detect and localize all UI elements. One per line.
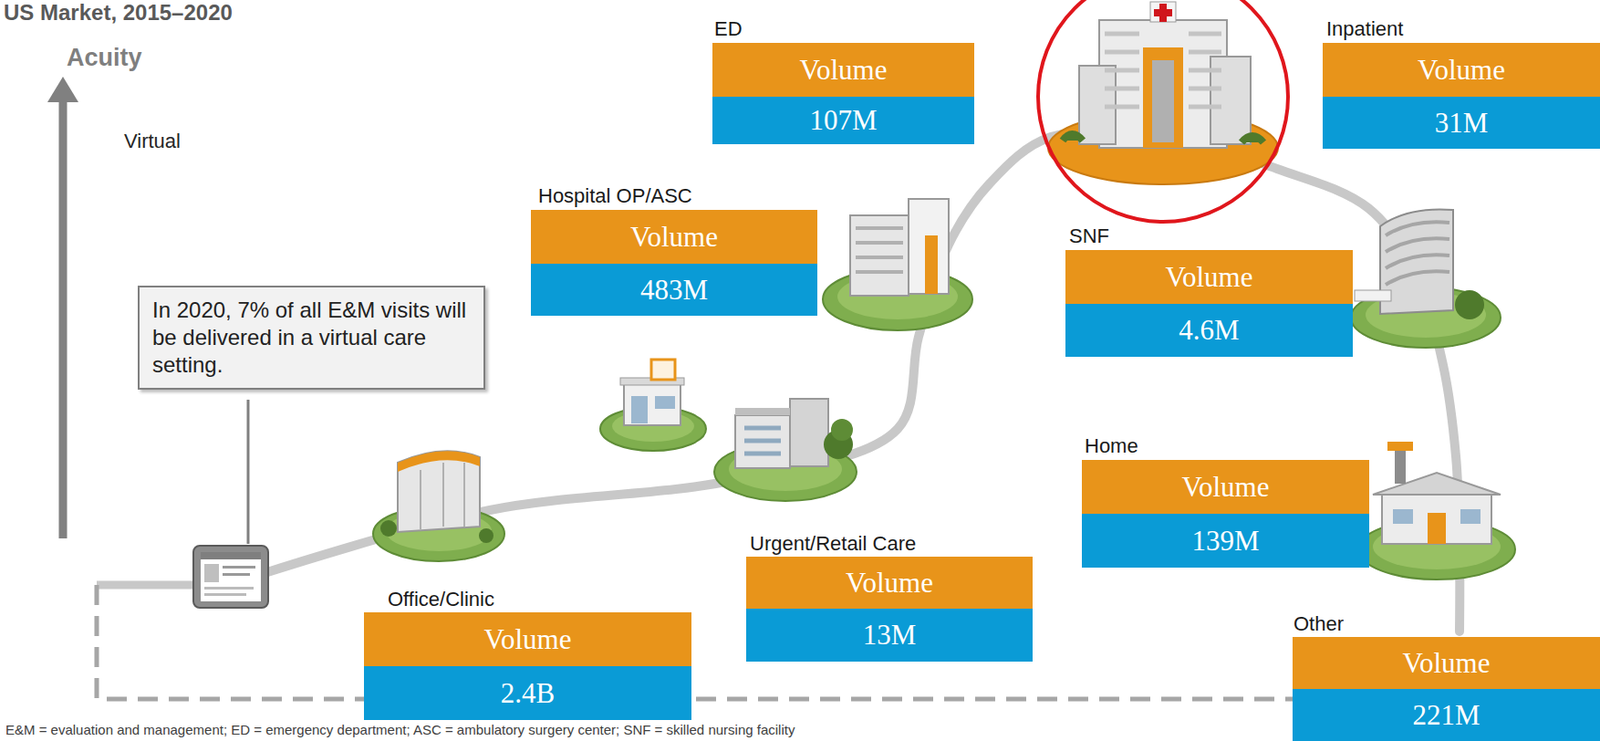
volume-header: Volume bbox=[1065, 249, 1353, 304]
tablet-icon-part bbox=[200, 551, 261, 560]
acuity-axis-part bbox=[47, 76, 79, 103]
volume-box: Office/ClinicVolume2.4B bbox=[363, 612, 692, 720]
volume-box: SNFVolume4.6M bbox=[1065, 249, 1353, 357]
hospital-outpatient-building-part bbox=[850, 215, 909, 296]
setting-name: Inpatient bbox=[1326, 17, 1403, 42]
tablet-icon-part bbox=[204, 586, 254, 590]
volume-value: 2.4B bbox=[363, 665, 692, 720]
hospital-outpatient-building-part bbox=[924, 235, 938, 294]
hospital-building-part bbox=[1099, 20, 1227, 148]
hospital-building-part bbox=[1062, 134, 1264, 143]
volume-header: Volume bbox=[1322, 42, 1600, 97]
hospital-building bbox=[1048, 1, 1278, 185]
volume-box: InpatientVolume31M bbox=[1322, 42, 1600, 149]
volume-header: Volume bbox=[746, 556, 1033, 609]
volume-value: 107M bbox=[712, 96, 975, 145]
office-clinic-building-part bbox=[397, 450, 480, 532]
home-building-part bbox=[1381, 492, 1492, 544]
home-building-part bbox=[1392, 509, 1413, 524]
level-label: Virtual bbox=[124, 129, 181, 154]
urgent-care-building bbox=[714, 398, 857, 501]
volume-box: Urgent/Retail CareVolume13M bbox=[746, 556, 1033, 662]
volume-box: Hospital OP/ASCVolume483M bbox=[530, 209, 818, 316]
hospital-building-part bbox=[1142, 47, 1184, 148]
callout-leader bbox=[247, 399, 250, 544]
tablet-icon-part bbox=[204, 592, 247, 596]
hospital-building-part bbox=[1150, 1, 1176, 22]
volume-header: Volume bbox=[363, 612, 692, 666]
virtual-path-part bbox=[96, 581, 197, 590]
callout-box: In 2020, 7% of all E&M visits will be de… bbox=[137, 285, 486, 390]
setting-name: SNF bbox=[1069, 224, 1110, 249]
pharmacy-building-part bbox=[623, 383, 681, 426]
tablet-icon-part bbox=[222, 565, 256, 569]
urgent-care-building-part bbox=[735, 415, 790, 468]
urgent-care-building-part bbox=[735, 407, 790, 416]
volume-box: HomeVolume139M bbox=[1081, 459, 1370, 568]
volume-value: 139M bbox=[1081, 513, 1370, 568]
office-clinic-building-part bbox=[397, 450, 480, 472]
pharmacy-building-part bbox=[654, 395, 676, 409]
setting-name: Other bbox=[1293, 612, 1344, 636]
highlight-circle bbox=[1038, 0, 1289, 222]
hospital-building-part bbox=[1152, 60, 1175, 143]
home-building-part bbox=[1460, 509, 1481, 524]
volume-value: 221M bbox=[1292, 688, 1600, 741]
snf-building-part bbox=[1354, 290, 1392, 302]
volume-header: Volume bbox=[1081, 459, 1370, 514]
urgent-care-building-part bbox=[831, 418, 853, 441]
home-building-part bbox=[1394, 446, 1406, 484]
tablet-icon bbox=[193, 545, 269, 608]
setting-name: ED bbox=[714, 17, 743, 42]
volume-header: Volume bbox=[712, 42, 975, 97]
volume-value: 483M bbox=[530, 263, 818, 316]
home-building-part bbox=[1427, 512, 1446, 544]
hospital-outpatient-building bbox=[822, 198, 973, 331]
setting-name: Hospital OP/ASC bbox=[538, 184, 693, 208]
volume-header: Volume bbox=[1292, 636, 1600, 689]
home-building-part bbox=[1387, 441, 1413, 451]
hospital-building-part bbox=[1153, 3, 1173, 22]
callout-text: In 2020, 7% of all E&M visits will be de… bbox=[152, 297, 467, 377]
urgent-care-building-part bbox=[789, 398, 829, 467]
snf-building-part bbox=[1385, 221, 1450, 285]
tablet-icon-part bbox=[200, 551, 261, 602]
tablet-icon-part bbox=[222, 572, 250, 576]
volume-value: 31M bbox=[1322, 96, 1600, 149]
acuity-axis-part bbox=[59, 100, 68, 539]
volume-value: 13M bbox=[746, 608, 1033, 662]
footnote: E&M = evaluation and management; ED = em… bbox=[5, 721, 795, 738]
hospital-outpatient-building-part bbox=[855, 228, 904, 272]
virtual-path-part bbox=[96, 584, 1293, 699]
tablet-icon-part bbox=[204, 563, 219, 582]
snf-building bbox=[1350, 208, 1501, 348]
home-building-part bbox=[1372, 472, 1501, 495]
hospital-outpatient-building-part bbox=[908, 198, 949, 294]
pharmacy-building bbox=[600, 359, 707, 451]
urgent-care-building-part bbox=[744, 427, 781, 454]
setting-name: Office/Clinic bbox=[387, 587, 495, 612]
setting-name: Urgent/Retail Care bbox=[749, 531, 916, 556]
volume-box: EDVolume107M bbox=[712, 42, 975, 145]
virtual-path bbox=[96, 584, 1293, 699]
axis-label: Acuity bbox=[66, 43, 143, 73]
chart-title: US Market, 2015–2020 bbox=[3, 0, 233, 26]
pharmacy-building-part bbox=[651, 359, 676, 380]
volume-value: 4.6M bbox=[1065, 303, 1353, 357]
setting-name: Home bbox=[1084, 434, 1139, 458]
hospital-building-part bbox=[1104, 33, 1222, 107]
volume-box: OtherVolume221M bbox=[1292, 636, 1600, 741]
snf-building-part bbox=[1454, 290, 1485, 320]
tablet-icon-part bbox=[193, 545, 269, 608]
office-clinic-building-part bbox=[478, 528, 494, 543]
acuity-axis bbox=[47, 76, 79, 539]
volume-header: Volume bbox=[530, 209, 818, 264]
pharmacy-building-part bbox=[631, 395, 648, 424]
office-clinic-building bbox=[373, 450, 505, 562]
office-clinic-building-part bbox=[380, 519, 397, 537]
home-building bbox=[1358, 441, 1516, 580]
office-clinic-building-part bbox=[420, 462, 465, 530]
